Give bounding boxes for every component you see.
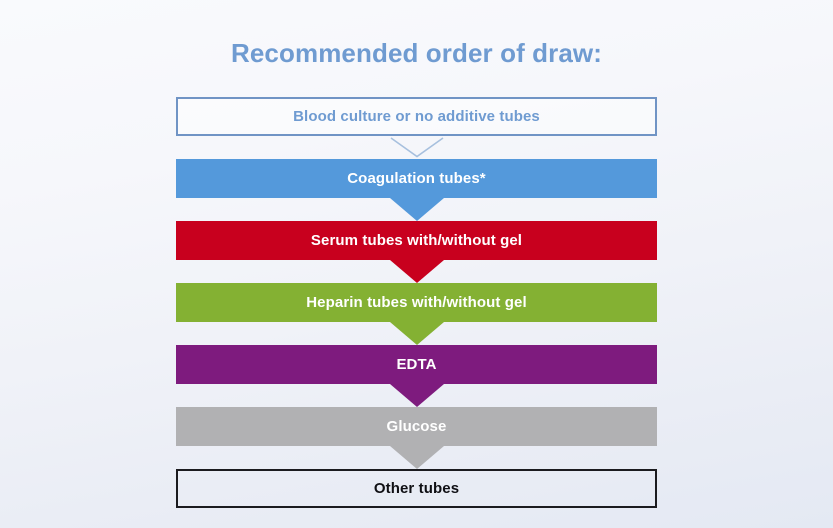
flow-step-3: Serum tubes with/without gel: [176, 221, 657, 283]
flow-arrow-4: [176, 322, 657, 345]
flow-arrow-2: [176, 198, 657, 221]
flow-box-other-tubes[interactable]: Other tubes: [176, 469, 657, 508]
flow-box-blood-culture[interactable]: Blood culture or no additive tubes: [176, 97, 657, 136]
order-of-draw-flowchart: Blood culture or no additive tubes Coagu…: [176, 97, 657, 508]
flow-step-1: Blood culture or no additive tubes: [176, 97, 657, 159]
arrow-down-icon: [389, 322, 444, 345]
page-title: Recommended order of draw:: [231, 38, 602, 68]
flow-box-heparin[interactable]: Heparin tubes with/without gel: [176, 283, 657, 322]
arrow-down-icon: [389, 446, 444, 469]
arrow-down-icon: [389, 384, 444, 407]
flow-arrow-1: [176, 136, 657, 159]
flow-box-glucose[interactable]: Glucose: [176, 407, 657, 446]
flow-box-edta[interactable]: EDTA: [176, 345, 657, 384]
flow-arrow-6: [176, 446, 657, 469]
arrow-down-icon: [389, 260, 444, 283]
arrow-down-icon: [389, 198, 444, 221]
arrow-down-hollow-icon: [390, 137, 444, 158]
flow-step-2: Coagulation tubes*: [176, 159, 657, 221]
flow-step-7: Other tubes: [176, 469, 657, 508]
flow-step-4: Heparin tubes with/without gel: [176, 283, 657, 345]
flow-step-6: Glucose: [176, 407, 657, 469]
flow-arrow-3: [176, 260, 657, 283]
flow-box-serum[interactable]: Serum tubes with/without gel: [176, 221, 657, 260]
flow-box-coagulation[interactable]: Coagulation tubes*: [176, 159, 657, 198]
flow-arrow-5: [176, 384, 657, 407]
flow-step-5: EDTA: [176, 345, 657, 407]
